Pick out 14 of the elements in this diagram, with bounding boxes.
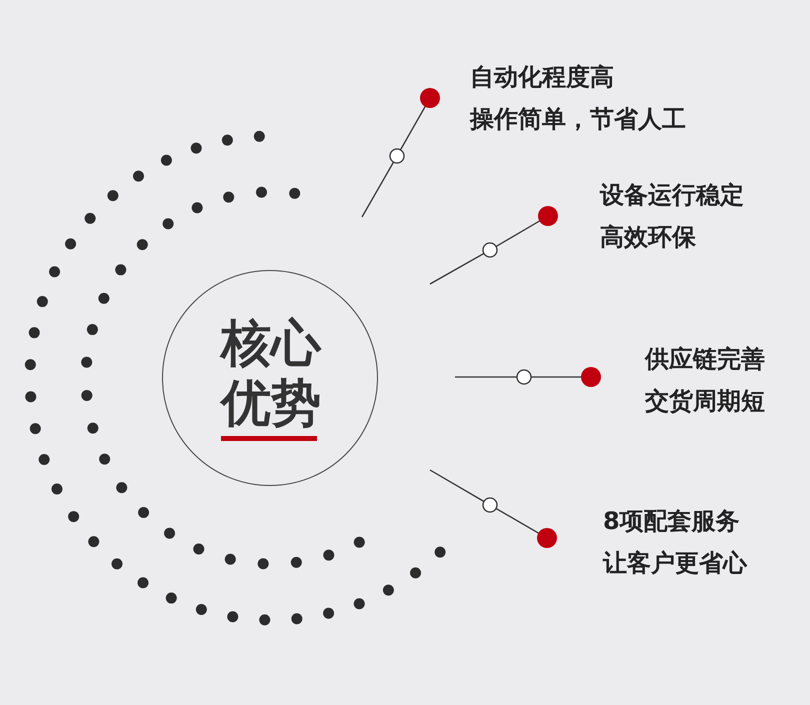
leader-line — [430, 206, 558, 285]
core-title: 核心优势 — [218, 313, 322, 433]
advantage-text: 自动化程度高 — [470, 62, 615, 93]
advantage-text: 8项配套服务 — [603, 506, 741, 537]
advantage-text: 设备运行稳定 — [600, 180, 744, 211]
advantage-text: 交货周期短 — [645, 386, 765, 417]
advantage-text: 供应链完善 — [645, 344, 765, 375]
leader-line — [361, 88, 440, 218]
leader-line — [430, 469, 557, 548]
advantage-text: 操作简单，节省人工 — [470, 104, 686, 135]
advantage-text: 让客户更省心 — [603, 548, 747, 579]
leader-line — [455, 367, 601, 387]
advantage-text: 高效环保 — [600, 222, 697, 253]
core-circle — [162, 270, 378, 486]
